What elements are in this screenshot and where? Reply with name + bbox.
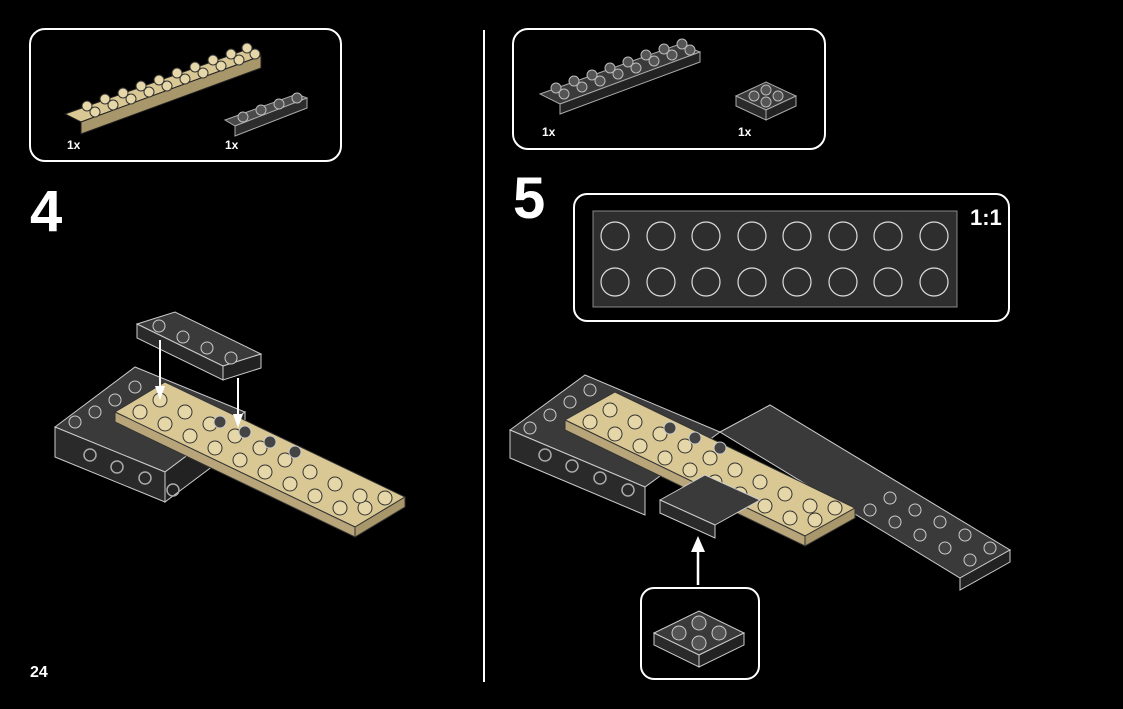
- substep-callout: [640, 587, 760, 680]
- gray-2x2-plate-icon: [652, 610, 746, 668]
- step-number: 4: [30, 179, 63, 244]
- part-qty: 1x: [738, 125, 752, 139]
- scale-callout: 1:1: [573, 193, 1010, 322]
- step5-parts-callout: 1x 1x: [512, 28, 826, 150]
- part-qty: 1x: [225, 138, 239, 152]
- page-number: 24: [30, 664, 48, 681]
- gray-2x2-plate-icon: [734, 81, 798, 121]
- part-qty: 1x: [67, 138, 81, 152]
- step4-parts-callout: 1x 1x: [29, 28, 342, 162]
- scale-label: 1:1: [970, 205, 1002, 230]
- page-divider: [483, 30, 485, 682]
- part-qty: 1x: [542, 125, 556, 139]
- plate-2x8-1to1-icon: [592, 210, 958, 308]
- gray-2x8-plate-icon: [538, 38, 702, 115]
- step4-assembly-illustration: [53, 311, 407, 538]
- gray-1x4-plate-icon: [223, 92, 309, 137]
- step5-assembly-illustration: [508, 374, 1011, 591]
- tan-2x10-plate-icon: [63, 42, 263, 135]
- step-number: 5: [513, 166, 546, 231]
